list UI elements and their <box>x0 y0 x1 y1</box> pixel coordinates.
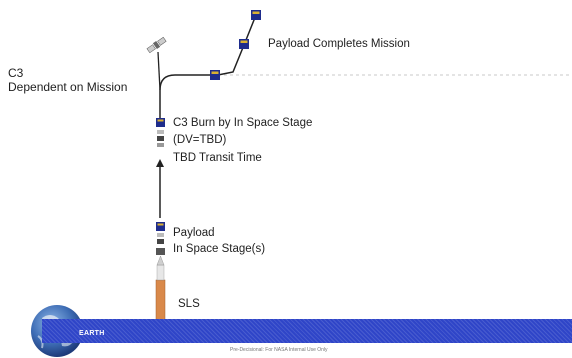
delta-v-label: (DV=TBD) <box>173 134 227 146</box>
c3-burn-label: C3 Burn by In Space Stage <box>173 117 313 129</box>
rocket-icon <box>155 248 166 325</box>
footer-note: Pre-Decisional: For NASA Internal Use On… <box>230 347 328 353</box>
c3-label: C3 <box>8 66 24 80</box>
mission-spacecraft-icon <box>251 10 261 20</box>
sls-label: SLS <box>178 298 200 310</box>
trajectory-branch-path <box>217 14 257 76</box>
in-space-stage-label: In Space Stage(s) <box>173 243 266 255</box>
turn-spacecraft-icon <box>210 70 220 80</box>
earth-label: EARTH <box>79 330 105 337</box>
burn-spacecraft-icon <box>156 118 165 147</box>
earth-band <box>42 319 572 343</box>
transit-time-label: TBD Transit Time <box>173 152 262 164</box>
payload-completes-label: Payload Completes Mission <box>268 38 410 50</box>
c3-dependency-label: Dependent on Mission <box>8 80 128 94</box>
satellite-icon <box>146 36 167 54</box>
payload-spacecraft-icon <box>156 222 165 244</box>
payload-label: Payload <box>173 227 215 239</box>
branch-spacecraft-icon <box>239 39 249 49</box>
c3-branch-line <box>157 51 161 91</box>
